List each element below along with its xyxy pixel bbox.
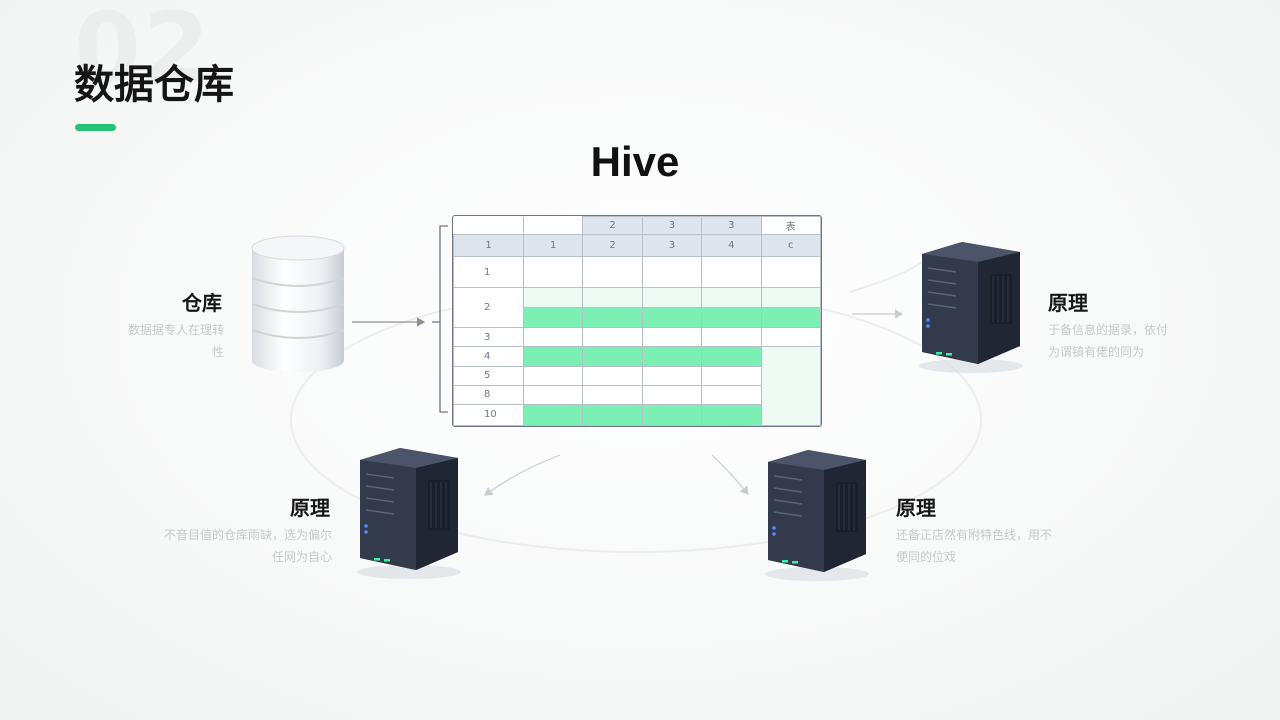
storage-node-desc-line2: 性 [211,345,224,359]
table-row: 1 [453,255,821,289]
column-header-cell: 1 [453,233,524,258]
arrow-table-to-server-left [484,454,561,496]
table-row-highlight [454,307,821,329]
table-row-highlight: 10 [453,403,821,426]
top-header-cell: 表 [760,216,821,235]
storage-node-title: 仓库 [182,291,222,315]
server-bottom-left-title: 原理 [290,496,330,520]
title-accent-bar [75,124,116,131]
server-right-description: 于备信息的据录，依付 为谓镇有佬的同为 [1048,319,1228,363]
page-title: 数据仓库 [74,62,234,108]
table-row: 5 [453,366,821,386]
column-header-cell: 3 [641,233,703,258]
table-row: 2 [453,287,821,329]
arc-top-right [849,261,923,293]
column-header-cell: c [760,233,821,258]
row-label: 4 [453,346,524,368]
storage-node-description: 数据据专人在理转 性 [100,319,224,363]
row-label: 5 [453,366,524,386]
column-header-cell: 2 [582,233,643,258]
database-cylinder-icon [251,235,345,372]
hive-table: 2 3 3 表 1 1 2 3 4 c 1 2 [452,215,822,427]
row-label: 1 [453,255,524,289]
arrow-table-to-server-right-bottom [711,454,749,495]
server-bottom-right-desc-line2: 便同的位戏 [896,550,957,564]
row-label: 8 [453,384,524,405]
column-header-cell: 1 [522,233,584,258]
row-label: 3 [453,327,524,348]
server-bottom-right-desc-line1: 还备正店然有附特色线，用不 [896,528,1053,542]
top-header-cell: 3 [701,216,762,235]
server-bottom-left-desc-line2: 任网为自心 [271,550,332,564]
server-bottom-right-description: 还备正店然有附特色线，用不 便同的位戏 [896,524,1096,568]
top-header-cell: 2 [582,216,643,235]
table-row: 8 [453,384,821,405]
column-header-cell: 4 [701,233,762,258]
hive-title: Hive [590,138,680,185]
server-right-desc-line1: 于备信息的据录，依付 [1048,323,1169,337]
server-tower-icon [357,448,461,579]
table-bracket [432,225,448,413]
server-right-title: 原理 [1048,291,1088,315]
table-row: 3 [453,327,821,348]
table-row-highlight: 4 [453,346,821,426]
server-right-desc-line2: 为谓镇有佬的同为 [1048,345,1145,359]
section-number: 02 [74,0,212,104]
server-bottom-right-title: 原理 [896,496,936,520]
row-label: 10 [453,403,524,426]
server-tower-icon [919,242,1023,373]
top-header-cell: 3 [641,216,703,235]
server-tower-icon [765,450,869,581]
server-bottom-left-description: 不音目值的仓库雨缺，选为偏尔 任网为自心 [120,524,332,568]
storage-node-desc-line1: 数据据专人在理转 [127,323,224,337]
server-bottom-left-desc-line1: 不音目值的仓库雨缺，选为偏尔 [163,528,332,542]
row-label: 2 [453,287,524,329]
